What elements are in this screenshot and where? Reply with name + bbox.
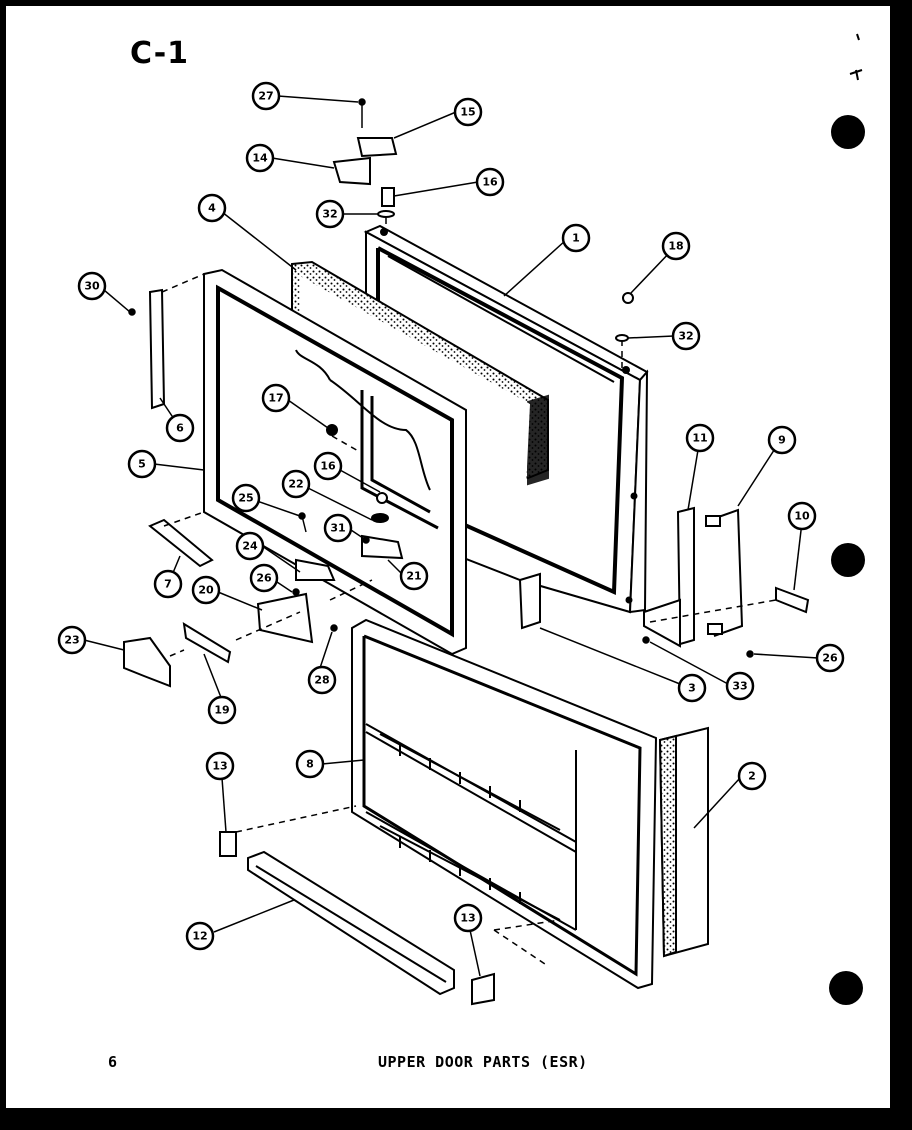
callout-bubble: 16 — [313, 451, 343, 481]
callout-bubble: 8 — [295, 749, 325, 779]
callout-bubble: 33 — [725, 671, 755, 701]
callout-label: 33 — [732, 680, 747, 693]
trim-brackets — [219, 831, 495, 1006]
callout-bubble: 5 — [127, 449, 157, 479]
callout-label: 31 — [330, 522, 345, 535]
page-title: UPPER DOOR PARTS (ESR) — [378, 1053, 588, 1071]
callout-bubble: 3 — [677, 673, 707, 703]
binder-punch-holes — [829, 115, 865, 1005]
callout-label: 16 — [482, 176, 498, 189]
callout-bubble: 16 — [475, 167, 505, 197]
callout-label: 27 — [258, 90, 273, 103]
callout-label: 30 — [84, 280, 100, 293]
callout-label: 14 — [252, 152, 268, 165]
callout-label: 7 — [164, 578, 172, 591]
callout-label: 18 — [668, 240, 683, 253]
callout-bubble: 21 — [399, 561, 429, 591]
bottom-strip — [148, 518, 214, 568]
callout-label: 3 — [688, 682, 696, 695]
callout-bubble: 26 — [249, 563, 279, 593]
callout-label: 26 — [822, 652, 838, 665]
callout-bubble: 18 — [661, 231, 691, 261]
callout-label: 12 — [192, 930, 207, 943]
callout-label: 6 — [176, 422, 184, 435]
callout-label: 13 — [212, 760, 227, 773]
callout-label: 2 — [748, 770, 756, 783]
callout-bubble: 32 — [315, 199, 345, 229]
callout-bubbles: 27 15 14 16 32 4 1 18 30 32 17 6 5 11 9 … — [57, 81, 845, 951]
callout-bubble: 32 — [671, 321, 701, 351]
bottom-door-trim — [247, 850, 455, 996]
callout-bubble: 7 — [153, 569, 183, 599]
door-shelf-liner — [351, 618, 658, 990]
callout-bubble: 13 — [205, 751, 235, 781]
callout-bubble: 11 — [685, 423, 715, 453]
scan-marks — [849, 33, 863, 81]
hinge-hardware — [123, 137, 634, 688]
callout-bubble: 27 — [251, 81, 281, 111]
callout-label: 25 — [238, 492, 253, 505]
callout-bubble: 15 — [453, 97, 483, 127]
callout-bubble: 13 — [453, 903, 483, 933]
callout-label: 24 — [242, 540, 258, 553]
callout-label: 19 — [214, 704, 229, 717]
callout-bubble: 14 — [245, 143, 275, 173]
callout-bubble: 25 — [231, 483, 261, 513]
callout-bubble: 24 — [235, 531, 265, 561]
callout-bubble: 9 — [767, 425, 797, 455]
callout-label: 9 — [778, 434, 786, 447]
callout-label: 20 — [198, 584, 214, 597]
callout-label: 32 — [322, 208, 337, 221]
callout-label: 22 — [288, 478, 303, 491]
callout-bubble: 6 — [165, 413, 195, 443]
callout-bubble: 17 — [261, 383, 291, 413]
callout-label: 32 — [678, 330, 693, 343]
callout-bubble: 19 — [207, 695, 237, 725]
callout-label: 16 — [320, 460, 336, 473]
callout-label: 23 — [64, 634, 79, 647]
callout-label: 13 — [460, 912, 475, 925]
callout-bubble: 4 — [197, 193, 227, 223]
side-strip — [148, 288, 166, 410]
handle-clip — [775, 586, 810, 614]
callout-leaders — [83, 95, 819, 977]
callout-label: 21 — [406, 570, 421, 583]
side-gasket-panel — [658, 726, 709, 958]
callout-bubble: 23 — [57, 625, 87, 655]
alignment-lines — [161, 218, 777, 967]
callout-bubble: 31 — [323, 513, 353, 543]
callout-label: 28 — [314, 674, 329, 687]
door-handle — [643, 506, 744, 648]
page-number: 6 — [108, 1053, 118, 1071]
callout-label: 17 — [268, 392, 283, 405]
callout-label: 15 — [460, 106, 475, 119]
callout-bubble: 1 — [561, 223, 591, 253]
door-trim-strip — [518, 572, 541, 630]
callout-label: 4 — [208, 202, 216, 215]
callout-bubble: 30 — [77, 271, 107, 301]
shelf-rails — [379, 733, 561, 921]
callout-label: 1 — [572, 232, 580, 245]
callout-label: 11 — [692, 432, 707, 445]
callout-label: 5 — [138, 458, 146, 471]
callout-label: 8 — [306, 758, 314, 771]
callout-label: 26 — [256, 572, 272, 585]
callout-bubble: 2 — [737, 761, 767, 791]
callout-bubble: 28 — [307, 665, 337, 695]
callout-bubble: 10 — [787, 501, 817, 531]
callout-bubble: 12 — [185, 921, 215, 951]
callout-bubble: 22 — [281, 469, 311, 499]
sheet-id: C-1 — [130, 36, 190, 71]
callout-bubble: 26 — [815, 643, 845, 673]
callout-bubble: 20 — [191, 575, 221, 605]
callout-label: 10 — [794, 510, 810, 523]
